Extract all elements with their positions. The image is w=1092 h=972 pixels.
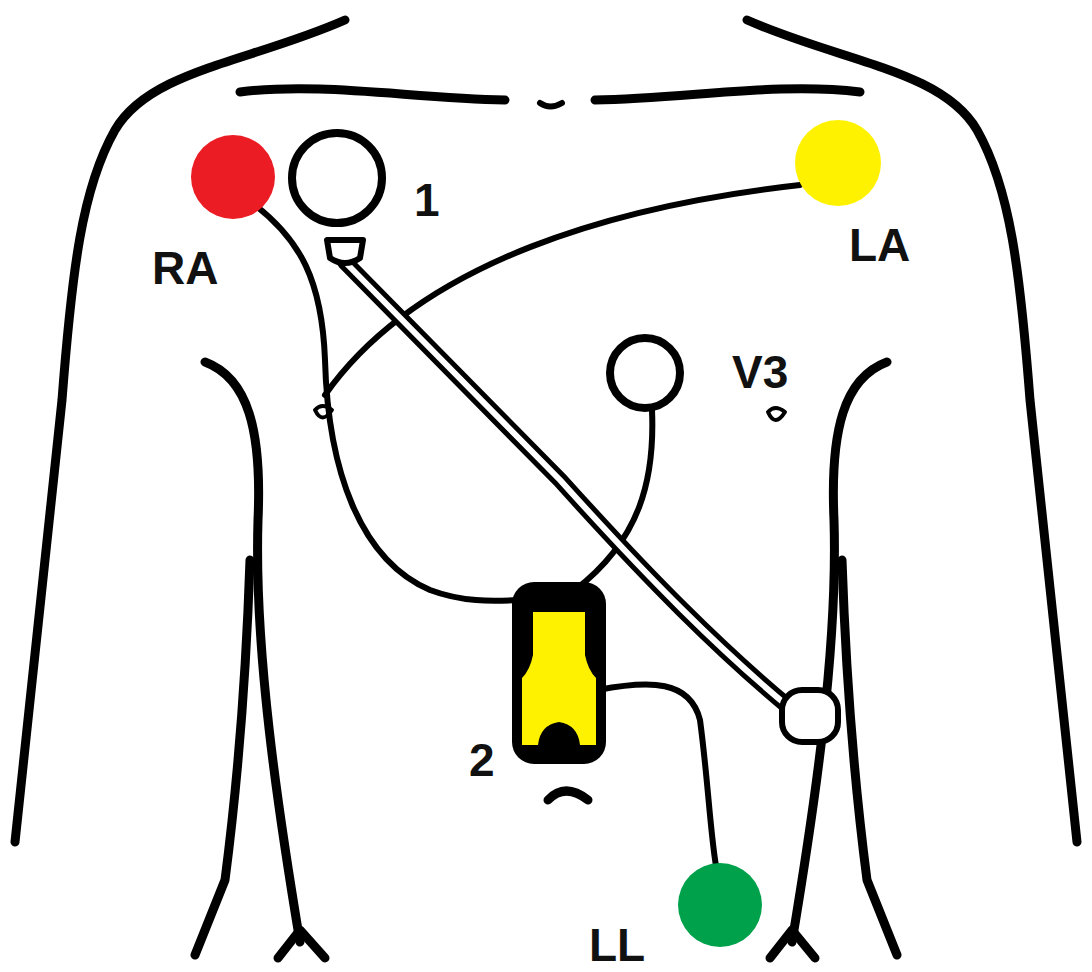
ra-electrode (191, 135, 275, 219)
recorder-screen (522, 612, 596, 745)
la-electrode (795, 120, 881, 206)
electrode-1-tab (327, 240, 363, 263)
electrode-1 (292, 133, 382, 223)
recorder-button (546, 728, 572, 745)
callout-number: 1 (412, 177, 442, 223)
lead-label: RA (150, 245, 220, 291)
collarbone (240, 89, 505, 100)
ll-electrode (678, 863, 762, 947)
ll-wire (598, 684, 716, 866)
lead-label: LA (847, 222, 912, 268)
sternal-notch (540, 103, 562, 107)
nipple (768, 408, 785, 420)
reference-electrode (782, 690, 838, 742)
callout-number: 2 (467, 737, 497, 783)
arm-inner (842, 560, 897, 955)
hand-fork (770, 930, 815, 958)
torso-side (205, 362, 300, 942)
body-outline (15, 20, 345, 842)
arm-inner (195, 560, 250, 955)
hand-fork (278, 930, 325, 958)
torso-side (792, 362, 887, 942)
v3-electrode (610, 338, 680, 408)
lead-label: V3 (730, 349, 790, 395)
recorder-device (512, 582, 606, 764)
lead-label: LL (587, 922, 647, 968)
body-outline (747, 20, 1077, 842)
recorder-hook (548, 791, 588, 800)
collarbone (595, 89, 860, 100)
la-wire (325, 185, 800, 395)
